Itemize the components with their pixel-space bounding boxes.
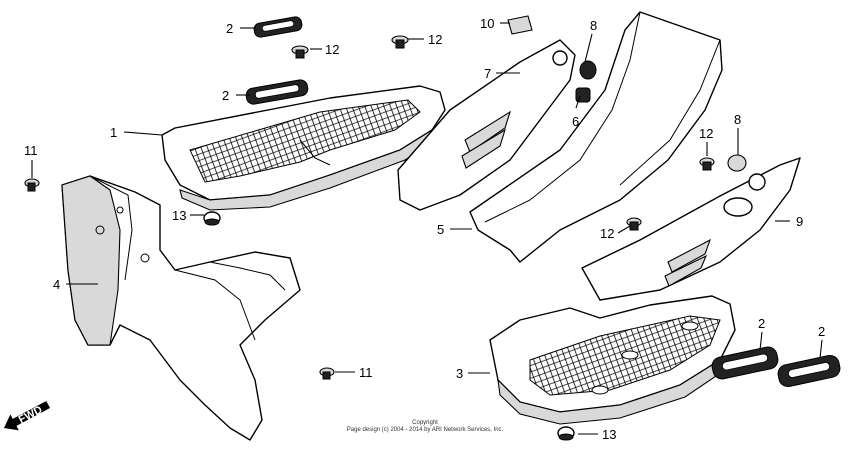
part-7-side-cover-left — [397, 39, 576, 211]
callout-2-lower-left: 2 — [758, 316, 765, 331]
callout-8-top: 8 — [590, 18, 597, 33]
part-5-center-cover — [469, 11, 723, 263]
callout-12-right: 12 — [699, 126, 713, 141]
callout-7: 7 — [484, 66, 491, 81]
callout-13-bottom: 13 — [602, 427, 616, 442]
callout-2-lower-right: 2 — [818, 324, 825, 339]
part-11-screw-b — [319, 367, 335, 380]
part-2-grommet-b — [245, 79, 309, 105]
forward-label: FWD — [17, 404, 45, 426]
callout-1: 1 — [110, 125, 117, 140]
copyright-line-2: Page design (c) 2004 - 2014 by ARI Netwo… — [347, 427, 504, 433]
callout-5: 5 — [437, 222, 444, 237]
callout-10: 10 — [480, 16, 494, 31]
part-13-nut-b — [557, 426, 575, 441]
callout-9: 9 — [796, 214, 803, 229]
copyright-line-1: Copyright — [412, 420, 438, 426]
part-10-label — [507, 15, 533, 35]
part-2-grommet-d — [777, 354, 841, 388]
callout-4: 4 — [53, 277, 60, 292]
callout-11-bottom: 11 — [359, 365, 373, 380]
callout-12-top-center: 12 — [428, 32, 442, 47]
copyright-notice: Copyright Page design (c) 2004 - 2014 by… — [347, 420, 504, 433]
part-4-lower-cover — [61, 175, 301, 441]
part-12-clip-a — [291, 45, 309, 59]
part-6-damper — [575, 87, 591, 103]
callout-2-top: 2 — [226, 21, 233, 36]
callout-3: 3 — [456, 366, 463, 381]
part-11-screw-a — [24, 178, 40, 192]
callout-6: 6 — [572, 114, 579, 129]
forward-arrow-icon: FWD — [4, 400, 51, 431]
callout-labels: 2 12 12 2 1 11 13 4 11 10 7 8 6 5 12 8 1… — [24, 16, 825, 442]
callout-11-left: 11 — [24, 143, 38, 158]
part-12-clip-d — [626, 217, 642, 231]
part-12-clip-c — [699, 157, 715, 171]
callout-2-mid: 2 — [222, 88, 229, 103]
part-8-cushion-b — [727, 154, 747, 172]
part-13-nut-a — [203, 211, 221, 226]
callout-12-top-left: 12 — [325, 42, 339, 57]
part-1-floor-panel-left — [161, 85, 446, 211]
part-9-side-cover-right — [581, 157, 801, 301]
callout-12-lower: 12 — [600, 226, 614, 241]
part-2-grommet-c — [711, 346, 779, 380]
part-8-cushion-a — [579, 60, 597, 80]
leader-lines — [31, 22, 823, 435]
callout-13-left: 13 — [172, 208, 186, 223]
part-2-grommet-a — [253, 16, 303, 38]
callout-8-right: 8 — [734, 112, 741, 127]
part-3-floor-panel-right — [489, 295, 736, 425]
part-12-clip-b — [391, 35, 409, 49]
